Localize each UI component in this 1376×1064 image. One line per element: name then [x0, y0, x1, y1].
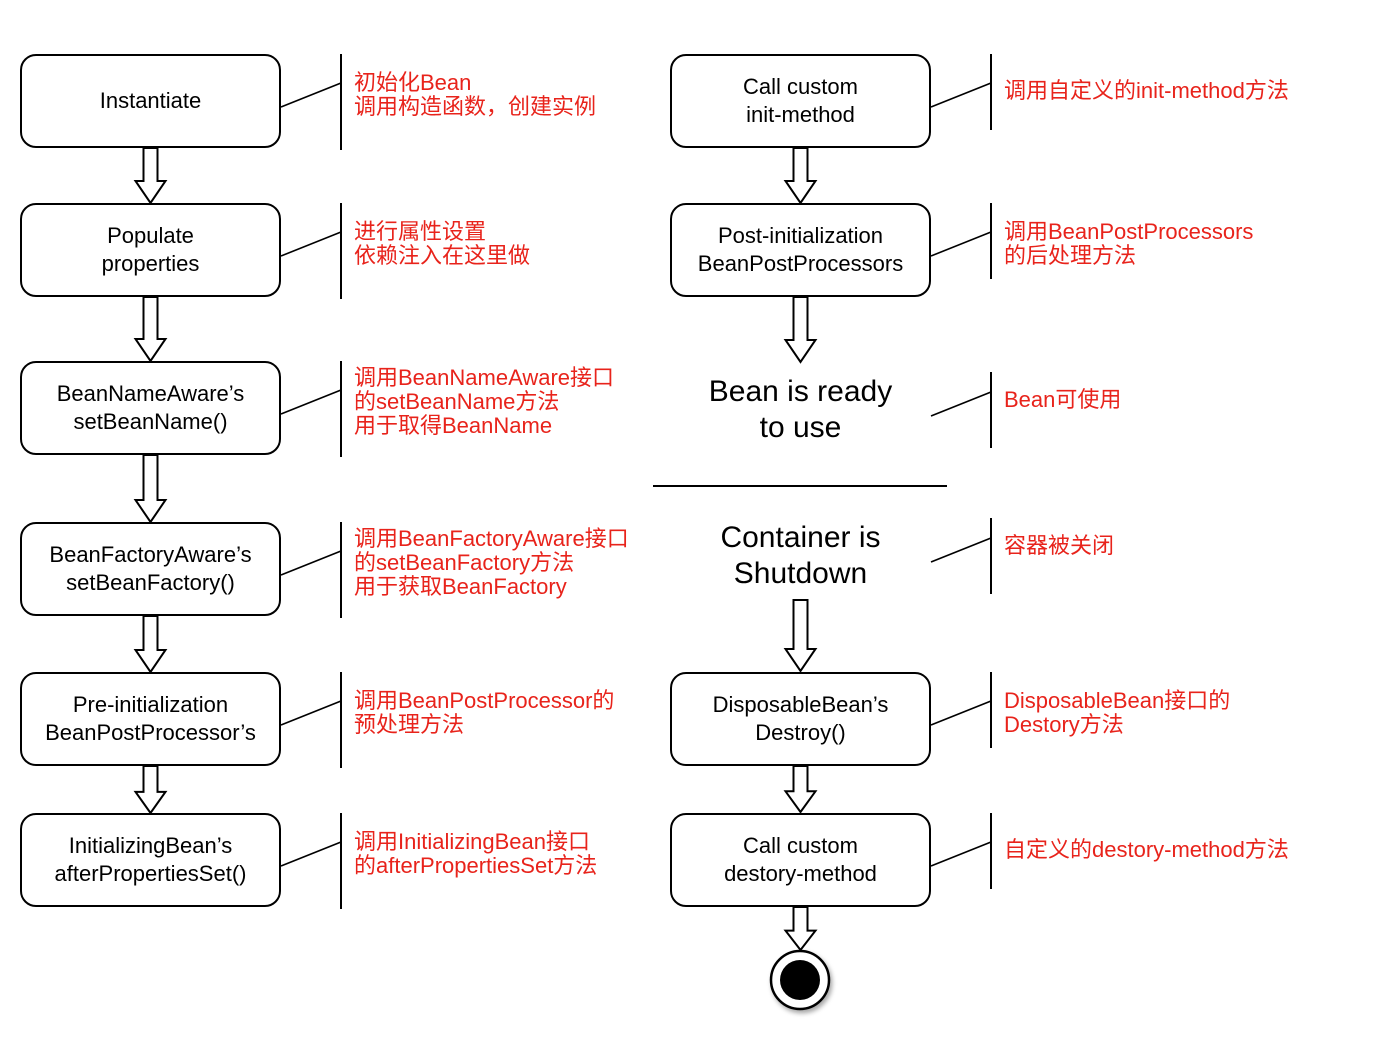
annotation-line: 容器被关闭	[1004, 533, 1115, 558]
step-label-line: Shutdown	[733, 557, 868, 590]
annotation-line: 的setBeanName方法	[354, 389, 560, 414]
callout-connector	[280, 203, 342, 299]
annotation-note: 调用BeanPostProcessor的预处理方法	[354, 689, 614, 737]
step-label-line: BeanPostProcessor’s	[45, 720, 256, 745]
flow-arrow	[133, 147, 168, 205]
flow-arrow	[133, 615, 168, 674]
callout-connector	[930, 372, 992, 448]
annotation-line: 调用BeanPostProcessor的	[354, 688, 615, 713]
callout-connector	[280, 672, 342, 768]
callout-connector	[930, 672, 992, 748]
step-label-line: BeanFactoryAware’s	[49, 542, 252, 567]
step-instantiate: Instantiate	[20, 54, 281, 148]
annotation-line: 调用自定义的init-method方法	[1004, 78, 1289, 103]
annotation-line: 的setBeanFactory方法	[354, 550, 575, 575]
step-label-line: Call custom	[743, 74, 858, 99]
annotation-line: 预处理方法	[354, 712, 465, 737]
step-call-custom-destory-method: Call custom destory-method	[670, 813, 931, 907]
callout-connector	[930, 518, 992, 594]
flow-arrow	[133, 454, 168, 524]
step-beanfactoryawares-setbeanfactory: BeanFactoryAware’s setBeanFactory()	[20, 522, 281, 616]
annotation-line: 依赖注入在这里做	[354, 243, 531, 268]
final-node-icon	[769, 949, 831, 1011]
annotation-line: 的afterPropertiesSet方法	[354, 853, 598, 878]
callout-connector	[280, 813, 342, 909]
annotation-note: 调用BeanFactoryAware接口的setBeanFactory方法用于获…	[354, 527, 629, 599]
callout-connector	[930, 813, 992, 889]
step-label-line: setBeanName()	[73, 409, 228, 434]
annotation-line: 进行属性设置	[354, 219, 487, 244]
step-label-line: Bean is ready	[708, 375, 893, 408]
annotation-line: Destory方法	[1004, 712, 1124, 737]
step-label-line: init-method	[746, 102, 855, 127]
callout-connector	[280, 361, 342, 457]
step-label-line: Container is	[720, 521, 881, 554]
annotation-note: 容器被关闭	[1004, 534, 1114, 558]
flow-arrow	[783, 147, 818, 205]
flow-arrow	[783, 296, 818, 364]
step-label-line: Instantiate	[99, 88, 202, 113]
annotation-note: Bean可使用	[1004, 388, 1121, 412]
arrows-layer	[133, 147, 818, 952]
step-label-line: setBeanFactory()	[66, 570, 235, 595]
annotation-line: 调用构造函数，创建实例	[354, 94, 597, 119]
step-label-line: afterPropertiesSet()	[54, 861, 247, 886]
annotation-line: 用于获取BeanFactory	[354, 574, 567, 599]
step-label-line: Call custom	[743, 833, 858, 858]
annotation-line: DisposableBean接口的	[1004, 688, 1231, 713]
annotation-note: 调用BeanNameAware接口的setBeanName方法用于取得BeanN…	[354, 366, 614, 438]
callout-connector	[930, 203, 992, 279]
callout-connector	[280, 522, 342, 618]
step-label-line: to use	[759, 411, 842, 444]
callout-connector	[930, 54, 992, 130]
annotation-line: 的后处理方法	[1004, 243, 1137, 268]
flow-arrow	[783, 765, 818, 814]
step-label-line: destory-method	[724, 861, 877, 886]
step-label-line: Populate	[107, 223, 194, 248]
callouts-layer	[280, 54, 992, 909]
step-label-line: BeanNameAware’s	[56, 381, 245, 406]
step-call-custom-init-method: Call custom init-method	[670, 54, 931, 148]
step-label-line: properties	[101, 251, 200, 276]
annotation-line: Bean可使用	[1004, 387, 1122, 412]
annotation-line: 自定义的destory-method方法	[1004, 837, 1289, 862]
step-label-line: InitializingBean’s	[68, 833, 233, 858]
step-label-line: Pre-initialization	[72, 692, 229, 717]
annotation-line: 初始化Bean	[354, 70, 472, 95]
flow-arrow	[783, 599, 818, 673]
annotation-note: 调用自定义的init-method方法	[1004, 79, 1289, 103]
annotation-note: 自定义的destory-method方法	[1004, 838, 1289, 862]
annotation-note: 调用InitializingBean接口的afterPropertiesSet方…	[354, 830, 597, 878]
flow-arrow	[133, 296, 168, 363]
step-label-line: BeanPostProcessors	[697, 251, 904, 276]
step-label-line: DisposableBean’s	[712, 692, 889, 717]
annotation-line: 用于取得BeanName	[354, 413, 553, 438]
annotation-line: 调用BeanNameAware接口	[354, 365, 615, 390]
step-initializingbeans-afterpropertiesset: InitializingBean’s afterPropertiesSet()	[20, 813, 281, 907]
annotation-note: 进行属性设置依赖注入在这里做	[354, 220, 530, 268]
callout-connector	[280, 54, 342, 150]
flow-arrow	[133, 765, 168, 815]
step-populate-properties: Populate properties	[20, 203, 281, 297]
flow-arrow	[783, 906, 818, 952]
annotation-line: 调用BeanPostProcessors	[1004, 219, 1254, 244]
annotation-line: 调用BeanFactoryAware接口	[354, 526, 629, 551]
annotation-line: 调用InitializingBean接口	[354, 829, 590, 854]
step-label-line: Post-initialization	[717, 223, 884, 248]
step-label-line: Destroy()	[755, 720, 846, 745]
step-beannameawares-setbeanname: BeanNameAware’s setBeanName()	[20, 361, 281, 455]
